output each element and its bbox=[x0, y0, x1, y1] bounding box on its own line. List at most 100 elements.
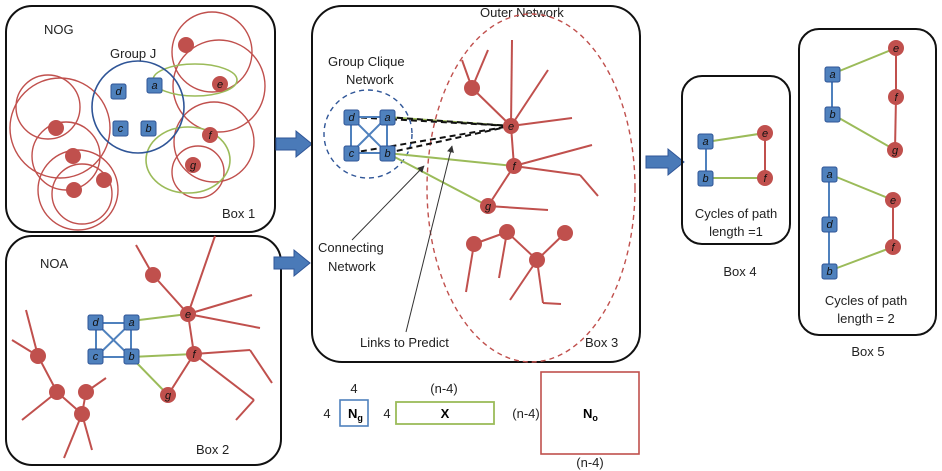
box5-bottom-node-b-label: b bbox=[826, 266, 832, 278]
connecting-label-2: Network bbox=[328, 259, 376, 274]
box4-node-e bbox=[757, 125, 773, 141]
links-to-predict-label: Links to Predict bbox=[360, 335, 449, 350]
group-clique-label-1: Group Clique bbox=[328, 54, 405, 69]
outer-red-edges bbox=[461, 39, 599, 305]
flow-arrows bbox=[273, 129, 685, 278]
box-5-panel: a b e f g a d b e f Cycles of path lengt… bbox=[798, 28, 937, 359]
ng-matrix-box bbox=[339, 399, 369, 427]
box5-caption-1: Cycles of path bbox=[825, 293, 907, 308]
noa-node-d-label: d bbox=[92, 317, 99, 329]
nog-blue-nodes: d a c b bbox=[110, 77, 163, 137]
ng-matrix-label: Ng bbox=[348, 406, 363, 423]
noa-node-e bbox=[180, 306, 196, 322]
nog-node-e bbox=[212, 76, 228, 92]
x-matrix-box bbox=[395, 401, 495, 425]
box3-node-b-label: b bbox=[384, 148, 390, 160]
box4-node-f-label: f bbox=[763, 173, 767, 185]
outer-network-label: Outer Network bbox=[480, 5, 564, 20]
nog-node-g bbox=[185, 157, 201, 173]
box-4-frame bbox=[681, 75, 791, 245]
noa-green-edges bbox=[130, 313, 195, 396]
box5-top-node-a bbox=[824, 66, 841, 83]
box-3-frame bbox=[311, 5, 641, 363]
box-5-frame bbox=[798, 28, 937, 336]
box5-top-node-a-label: a bbox=[829, 69, 835, 81]
box4-edges bbox=[705, 132, 766, 179]
box5-bottom-node-a bbox=[821, 166, 838, 183]
outer-network-ellipse bbox=[426, 13, 636, 363]
box5-bottom-node-e bbox=[885, 192, 901, 208]
arrow-box1-to-box3 bbox=[275, 129, 313, 159]
noa-node-a-label: a bbox=[128, 317, 134, 329]
links-to-predict-edges bbox=[350, 116, 512, 154]
box4-caption-1: Cycles of path bbox=[695, 206, 777, 221]
matrix-legend: 4 4 Ng 4 (n-4) X (n-4) No (n-4) bbox=[323, 371, 640, 470]
box5-bottom-node-d-label: d bbox=[826, 219, 833, 231]
group-j-circle bbox=[91, 60, 185, 154]
box4-node-a-label: a bbox=[702, 136, 708, 148]
box-2-label: Box 2 bbox=[196, 442, 229, 457]
outer-red-dots bbox=[464, 80, 573, 268]
no-dim-left: (n-4) bbox=[512, 406, 539, 421]
box3-node-f bbox=[506, 158, 522, 174]
box5-bottom-node-f bbox=[885, 239, 901, 255]
box5-top-edges bbox=[831, 47, 897, 151]
box3-node-g bbox=[480, 198, 496, 214]
nog-node-f bbox=[202, 127, 218, 143]
box3-node-d-label: d bbox=[348, 112, 355, 124]
group-j-label: Group J bbox=[110, 46, 156, 61]
group-clique-circle bbox=[323, 89, 413, 179]
box-1-frame bbox=[5, 5, 276, 233]
noa-node-f-label: f bbox=[192, 349, 196, 361]
box5-top-node-g bbox=[887, 142, 903, 158]
no-matrix-label: No bbox=[583, 406, 598, 423]
noa-node-b-label: b bbox=[128, 351, 134, 363]
nog-node-b-label: b bbox=[145, 123, 151, 135]
box5-bottom-node-f-label: f bbox=[891, 242, 895, 254]
nog-red-circles bbox=[9, 11, 266, 231]
box4-node-b-label: b bbox=[702, 173, 708, 185]
box4-node-a bbox=[697, 133, 714, 150]
box5-top-node-f bbox=[888, 89, 904, 105]
box3-node-c-label: c bbox=[349, 148, 355, 160]
box3-node-e-label: e bbox=[508, 121, 514, 133]
box-4-label: Box 4 bbox=[723, 264, 756, 279]
box-1-label: Box 1 bbox=[222, 206, 255, 221]
box-5-label: Box 5 bbox=[851, 344, 884, 359]
x-dim-left: 4 bbox=[383, 406, 390, 421]
nog-red-dots bbox=[48, 37, 194, 198]
box5-top-node-e bbox=[888, 40, 904, 56]
box5-caption-2: length = 2 bbox=[837, 311, 894, 326]
box-3-panel: Outer Network Group Clique Network Conne… bbox=[311, 5, 641, 363]
box3-blue-nodes: d a c b bbox=[343, 109, 396, 162]
nog-node-d-label: d bbox=[115, 86, 122, 98]
nog-label: NOG bbox=[44, 22, 74, 37]
arrow-box3-to-box4 bbox=[645, 147, 685, 177]
ng-dim-left: 4 bbox=[323, 406, 330, 421]
ng-dim-top: 4 bbox=[350, 381, 357, 396]
box4-caption-2: length =1 bbox=[709, 224, 763, 239]
noa-red-dots bbox=[30, 267, 161, 422]
box5-bottom-node-e-label: e bbox=[890, 195, 896, 207]
noa-node-c-label: c bbox=[93, 351, 99, 363]
box5-top-node-b-label: b bbox=[829, 109, 835, 121]
box-2-panel: NOA Box 2 bbox=[5, 235, 282, 466]
arrow-box2-to-box3 bbox=[273, 248, 311, 278]
group-clique-label-2: Network bbox=[346, 72, 394, 87]
box3-node-a-label: a bbox=[384, 112, 390, 124]
links-pointer-arrow bbox=[405, 145, 454, 333]
box5-bottom-node-d bbox=[821, 216, 838, 233]
box5-bottom-node-a-label: a bbox=[826, 169, 832, 181]
nog-node-e-label: e bbox=[217, 79, 223, 91]
box3-node-e bbox=[503, 118, 519, 134]
connecting-label-1: Connecting bbox=[318, 240, 384, 255]
box3-node-f-label: f bbox=[512, 161, 516, 173]
nog-node-g-label: g bbox=[190, 160, 197, 172]
x-dim-top: (n-4) bbox=[430, 381, 457, 396]
box5-bottom-edges bbox=[828, 173, 894, 272]
box-2-frame bbox=[5, 235, 282, 466]
noa-node-g bbox=[160, 387, 176, 403]
nog-node-f-label: f bbox=[208, 130, 212, 142]
box4-node-f bbox=[757, 170, 773, 186]
